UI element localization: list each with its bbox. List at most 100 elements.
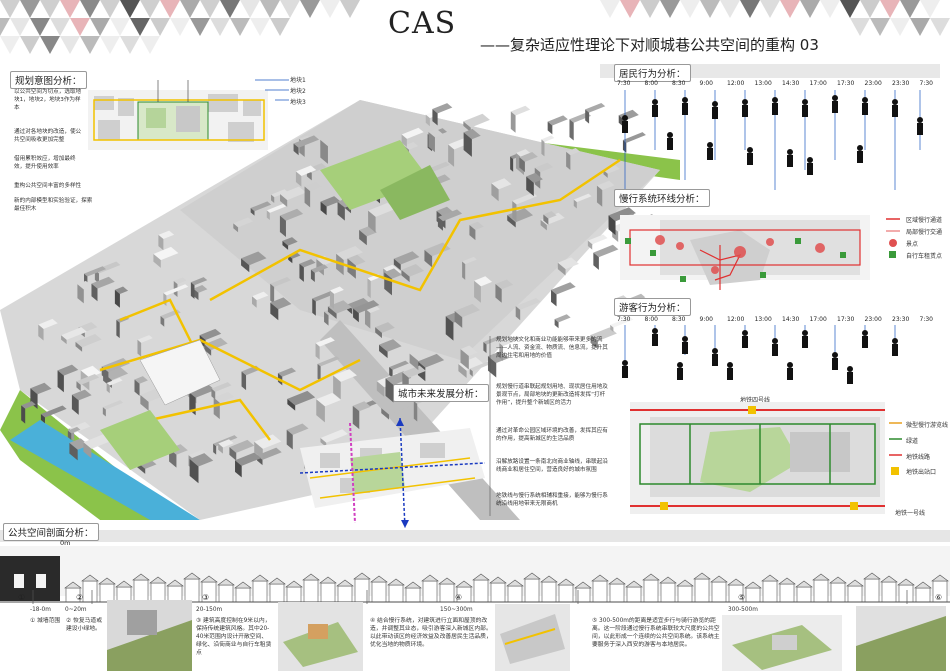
model-building-side [134, 379, 140, 396]
person-figure-body [802, 336, 808, 348]
model-building-side [229, 447, 237, 461]
model-building-side [460, 349, 469, 370]
model-building-side [448, 144, 455, 167]
model-building-side [463, 132, 472, 157]
model-building-roof [364, 304, 381, 314]
model-building-roof [474, 276, 493, 287]
model-building-side [585, 109, 590, 124]
person-figure-head [832, 352, 838, 358]
model-building-roof [250, 201, 272, 212]
model-building-roof [91, 276, 115, 289]
resident-time-0: 7:30 [617, 80, 631, 87]
section-house-roof [608, 577, 626, 585]
section-analysis-label: 公共空间剖面分析： [3, 523, 99, 541]
model-building-roof [379, 339, 402, 352]
tourist-time-1: 8:00 [644, 316, 658, 323]
person-figure-head [707, 142, 713, 148]
person-figure-body [712, 107, 718, 119]
model-building-side [304, 186, 311, 208]
resident-time-3: 9:00 [699, 80, 713, 87]
person-figure-body [677, 368, 683, 380]
person-figure-body [682, 103, 688, 115]
resident-figures [622, 90, 923, 190]
model-building-side [569, 119, 574, 141]
model-building-roof [401, 264, 425, 277]
model-building-roof [610, 316, 634, 328]
person-figure-body [652, 105, 658, 117]
person-figure-head [727, 362, 733, 368]
model-building-roof [352, 401, 371, 412]
model-building-roof [257, 447, 282, 460]
section-house-roof [795, 580, 813, 588]
model-building-roof [21, 401, 36, 409]
model-building-roof [229, 439, 255, 453]
range-5: 300-500m [728, 607, 758, 613]
tourist-time-9: 23:00 [864, 316, 882, 323]
person-figure-head [787, 362, 793, 368]
plan-analysis-label: 规划意图分析： [10, 71, 87, 89]
future-note-3: 通过对革命公园区域环境的改善，发挥其应有的作用，提高新城区的生活品质 [496, 428, 608, 442]
model-building-side [67, 430, 72, 441]
model-building-roof [287, 390, 316, 406]
model-building-roof [389, 360, 409, 370]
model-building-side [69, 442, 78, 461]
model-building-roof [590, 327, 617, 342]
model-building-roof [173, 277, 187, 285]
model-building-roof [510, 105, 531, 116]
caption-2: ② 恢复马道或建设小绿地。 [66, 618, 103, 632]
model-building-side [469, 368, 473, 377]
section-house-roof [761, 574, 779, 582]
model-building-roof [566, 147, 580, 156]
model-building-roof [316, 255, 333, 266]
model-building-roof [299, 259, 316, 268]
section-house-roof [931, 574, 949, 582]
header-triangle-pattern-right [600, 0, 950, 36]
person-figure-body [682, 342, 688, 354]
model-building-side [254, 441, 263, 460]
section-photo-3a [107, 600, 192, 671]
section-house-roof [98, 577, 116, 585]
person-figure-body [862, 336, 868, 348]
legend-metro-exit: 地铁出站口 [906, 469, 937, 476]
model-building-side [463, 121, 471, 133]
person-figure-head [802, 330, 808, 336]
model-building-side [320, 437, 327, 448]
model-building-side [557, 262, 566, 276]
model-building-roof [286, 423, 309, 435]
model-building-side [137, 339, 142, 357]
slow-traffic-map [620, 215, 870, 290]
model-building-side [547, 121, 553, 135]
model-building-side [315, 343, 320, 360]
model-building-side [610, 324, 614, 332]
resident-time-7: 17:00 [809, 80, 827, 87]
model-building-side [454, 310, 463, 328]
tourist-time-5: 13:00 [754, 316, 772, 323]
model-building-side [280, 194, 288, 207]
model-building-side [271, 194, 275, 204]
model-building-roof [375, 322, 395, 333]
tourist-time-11: 7:30 [919, 316, 933, 323]
model-building-side [566, 151, 571, 171]
model-building-roof [541, 135, 555, 142]
section-zero-mark: 0m [60, 539, 71, 547]
model-building-roof [241, 251, 267, 266]
section-num-5: ⑤ [738, 593, 746, 602]
model-building-side [510, 156, 514, 172]
model-building-roof [469, 221, 484, 230]
model-building-roof [353, 300, 380, 314]
model-building-roof [543, 211, 557, 219]
section-house-roof [336, 579, 354, 587]
person-figure-body [712, 354, 718, 366]
poster-subtitle: ——复杂适应性理论下对顺城巷公共空间的重构 03 [480, 36, 819, 54]
model-building-side [587, 240, 593, 250]
model-building-side [320, 201, 327, 216]
model-building-roof [316, 392, 341, 407]
person-figure-head [742, 99, 748, 105]
section-photo-5 [722, 615, 842, 671]
model-building-roof [277, 367, 297, 377]
model-building-side [507, 215, 516, 228]
model-building-side [389, 367, 393, 378]
model-building-roof [463, 113, 490, 128]
section-house-roof [863, 572, 881, 580]
model-building-side [469, 224, 476, 241]
